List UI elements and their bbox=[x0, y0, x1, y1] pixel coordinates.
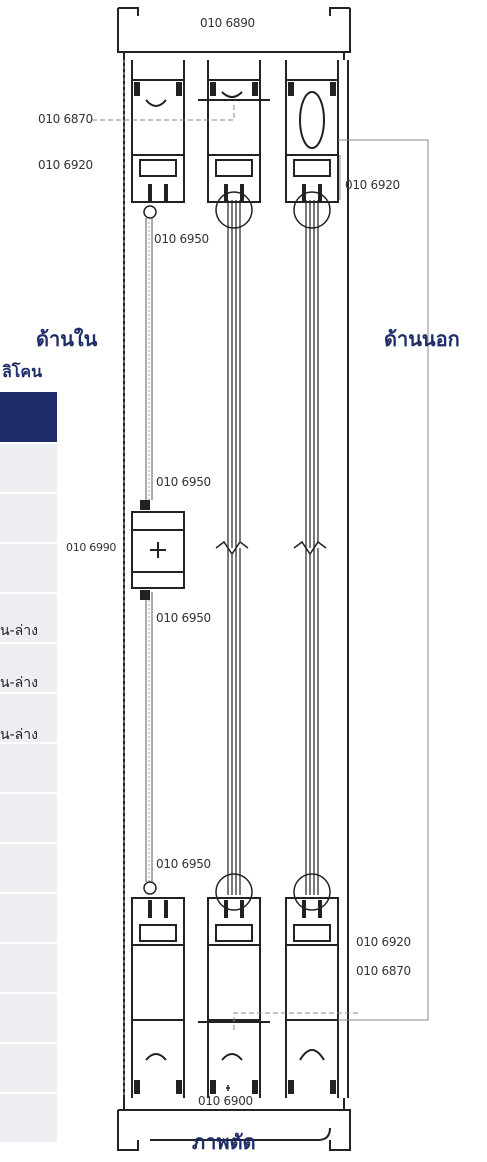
table-row bbox=[0, 894, 57, 944]
table-cell-partial: น-ล่าง bbox=[0, 727, 38, 743]
label-0106920-right-top: 010 6920 bbox=[345, 178, 400, 192]
table-cell-partial: น-ล่าง bbox=[0, 675, 38, 691]
label-0106950-a: 010 6950 bbox=[154, 232, 209, 246]
table-row bbox=[0, 444, 57, 494]
label-0106870-top: 010 6870 bbox=[38, 112, 93, 126]
table-row bbox=[0, 694, 57, 744]
label-0106950-c: 010 6950 bbox=[156, 611, 211, 625]
table-row bbox=[0, 944, 57, 994]
inside-label: ด้านใน bbox=[36, 327, 98, 351]
table-row bbox=[0, 844, 57, 894]
label-top-0106890: 010 6890 bbox=[200, 16, 255, 30]
label-0106920-right-bottom: 010 6920 bbox=[356, 935, 411, 949]
table-cell-partial: น-ล่าง bbox=[0, 623, 38, 639]
table-row bbox=[0, 1044, 57, 1094]
table-row bbox=[0, 994, 57, 1044]
outside-label: ด้านนอก bbox=[384, 327, 460, 351]
label-0106950-b: 010 6950 bbox=[156, 475, 211, 489]
table-row bbox=[0, 744, 57, 794]
label-0106990: 010 6990 bbox=[66, 541, 117, 554]
table-row bbox=[0, 794, 57, 844]
section-title: ภาพตัด bbox=[192, 1130, 256, 1154]
table-header-bar bbox=[0, 392, 57, 442]
label-bottom-0106900: 010 6900 bbox=[198, 1094, 253, 1108]
table-row bbox=[0, 594, 57, 644]
label-0106920-left: 010 6920 bbox=[38, 158, 93, 172]
table-header-partial: ลิโคน bbox=[2, 362, 43, 381]
table-row bbox=[0, 544, 57, 594]
table-row bbox=[0, 1094, 57, 1144]
label-0106950-d: 010 6950 bbox=[156, 857, 211, 871]
table-row bbox=[0, 644, 57, 694]
table-row bbox=[0, 494, 57, 544]
label-0106870-bottom: 010 6870 bbox=[356, 964, 411, 978]
